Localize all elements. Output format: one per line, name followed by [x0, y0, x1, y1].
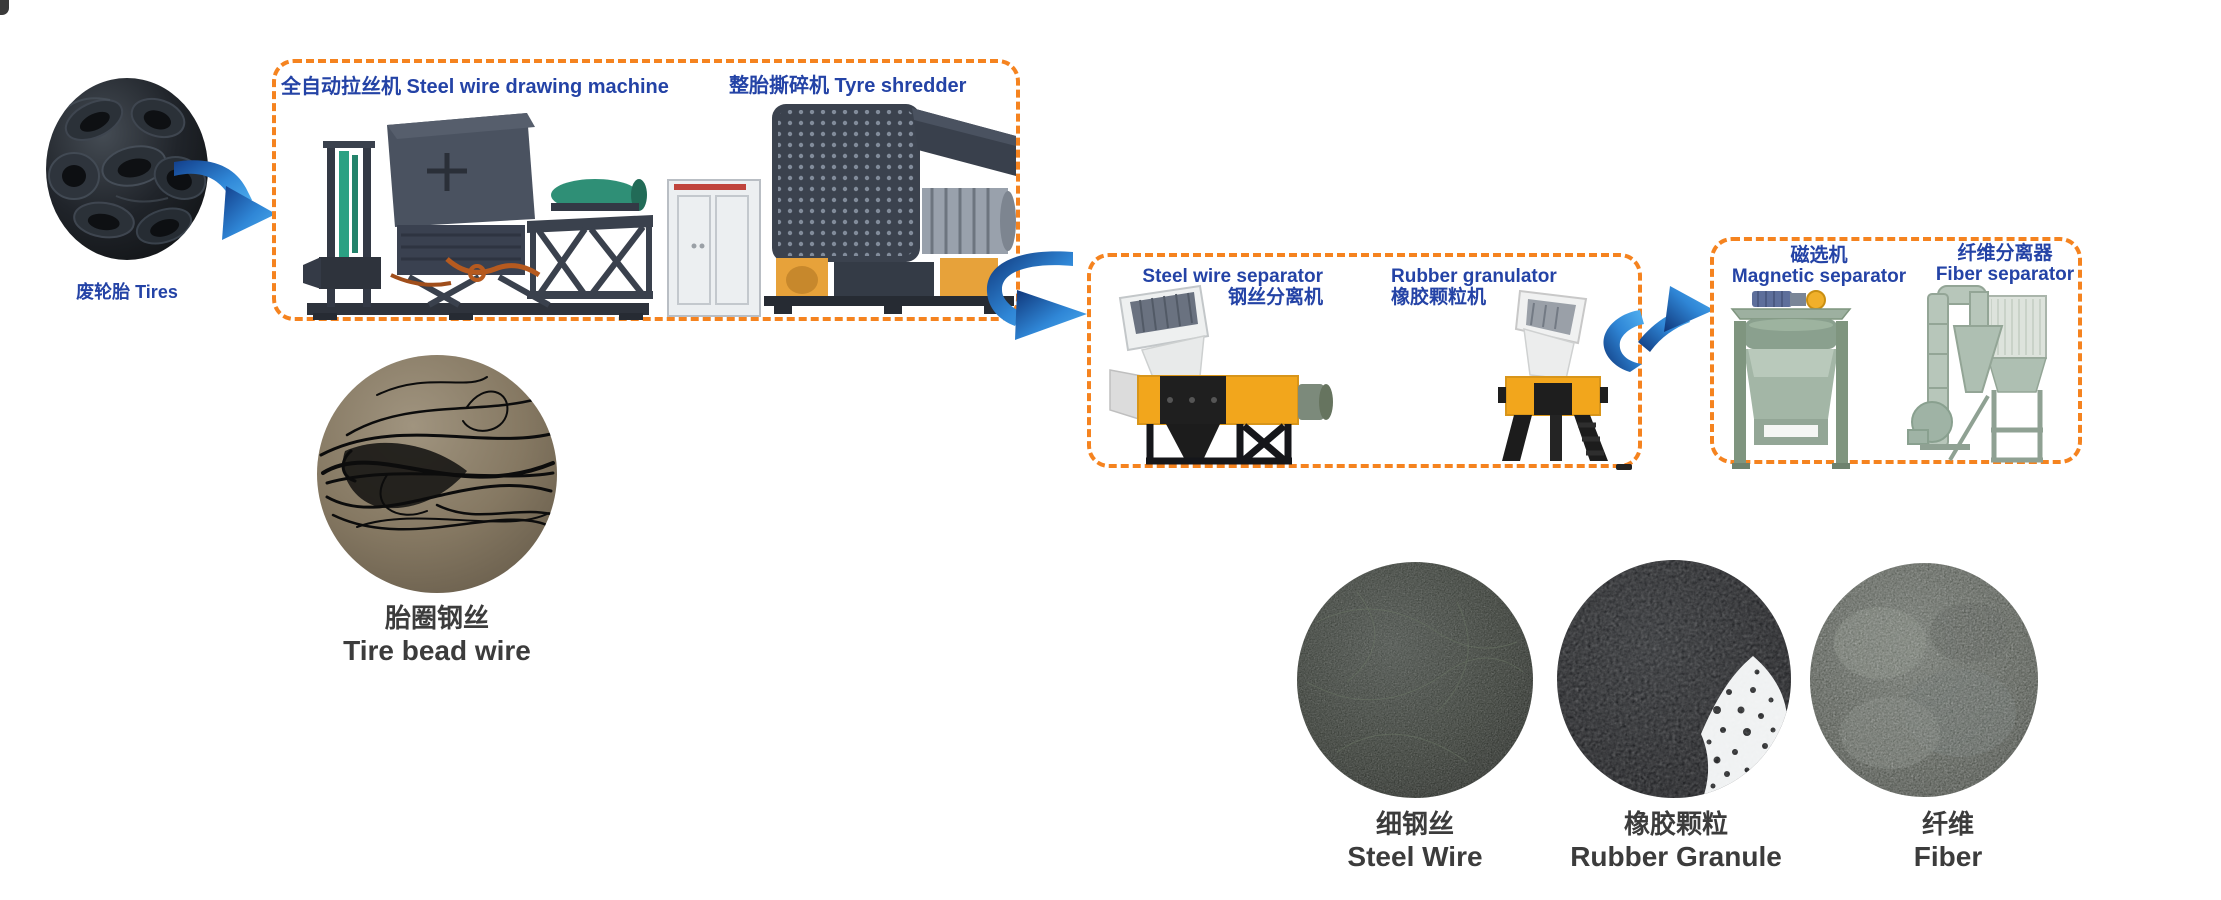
fiber-photo: [1810, 563, 2038, 797]
rubber-granulator-label: Rubber granulator 橡胶颗粒机: [1391, 266, 1601, 308]
tire-bead-wire-caption-en: Tire bead wire: [343, 635, 531, 666]
separation-station-box: Steel wire separator 钢丝分离机 Rubber granul…: [1087, 253, 1642, 468]
steel-wire-caption-en: Steel Wire: [1347, 841, 1483, 872]
magnetic-separator-label-en: Magnetic separator: [1731, 266, 1907, 287]
tyre-shredder-image: [664, 96, 1020, 322]
fiber-caption-en: Fiber: [1913, 841, 1983, 872]
image-corner-artifact: [0, 0, 9, 15]
magnetic-separator-image: [1730, 285, 1852, 469]
fiber-separator-label: 纤维分离器 Fiber separator: [1926, 243, 2084, 285]
tires-photo: [46, 78, 208, 260]
tire-bead-wire-caption-zh: 胎圈钢丝: [384, 603, 489, 633]
rubber-granule-caption: 橡胶颗粒 Rubber Granule: [1563, 808, 1789, 873]
tires-caption-text: 废轮胎 Tires: [76, 282, 178, 302]
steel-wire-separator-label-en: Steel wire separator: [1142, 266, 1323, 287]
steel-wire-separator-label: Steel wire separator 钢丝分离机: [1121, 266, 1323, 308]
magnetic-separator-label-zh: 磁选机: [1790, 245, 1848, 266]
steel-wire-drawing-machine-label: 全自动拉丝机 Steel wire drawing machine: [281, 76, 669, 98]
flow-arrow-1-icon: [168, 152, 278, 252]
fiber-separator-image: [1904, 280, 2054, 468]
fiber-caption: 纤维 Fiber: [1838, 808, 2058, 873]
image-edge-artifact: [1616, 464, 1632, 470]
rubber-granulator-label-zh: 橡胶颗粒机: [1391, 287, 1487, 308]
fiber-separator-label-en: Fiber separator: [1935, 264, 2075, 285]
rubber-granule-photo: [1557, 560, 1791, 798]
rubber-granule-caption-zh: 橡胶颗粒: [1623, 809, 1728, 839]
tires-caption: 废轮胎 Tires: [37, 278, 217, 304]
shredding-station-box: 全自动拉丝机 Steel wire drawing machine 整胎撕碎机 …: [272, 59, 1020, 321]
refining-station-box: 磁选机 Magnetic separator 纤维分离器 Fiber separ…: [1710, 237, 2084, 469]
tire-bead-wire-caption: 胎圈钢丝 Tire bead wire: [327, 602, 547, 667]
steel-wire-photo: [1297, 562, 1533, 798]
magnetic-separator-label: 磁选机 Magnetic separator: [1719, 245, 1919, 287]
steel-wire-separator-label-zh: 钢丝分离机: [1227, 287, 1323, 308]
tire-bead-wire-photo: [317, 355, 557, 593]
fiber-caption-zh: 纤维: [1921, 809, 1974, 839]
steel-wire-caption-zh: 细钢丝: [1375, 809, 1454, 839]
rubber-granulator-label-en: Rubber granulator: [1391, 266, 1557, 287]
flow-arrow-3-icon: [1594, 276, 1716, 376]
fiber-separator-label-zh: 纤维分离器: [1957, 243, 2053, 264]
tyre-shredder-label: 整胎撕碎机 Tyre shredder: [729, 75, 967, 97]
rubber-granule-caption-en: Rubber Granule: [1570, 841, 1782, 872]
rubber-granulator-image: [1490, 287, 1614, 465]
flow-arrow-2-icon: [973, 248, 1091, 348]
steel-wire-caption: 细钢丝 Steel Wire: [1305, 808, 1525, 873]
steel-wire-separator-image: [1108, 284, 1334, 468]
steel-wire-drawing-machine-image: [299, 107, 659, 322]
